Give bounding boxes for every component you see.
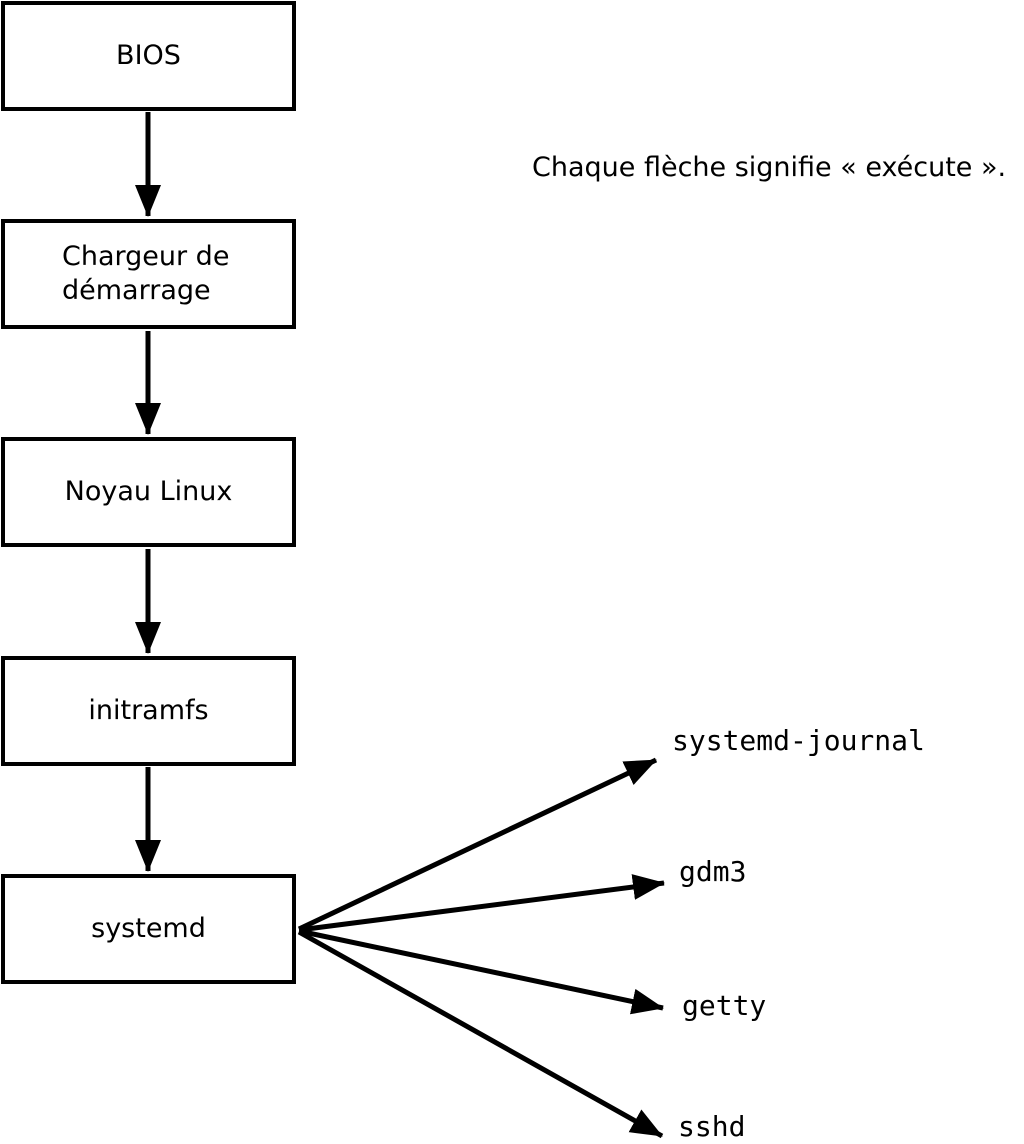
node-bootloader-label: Chargeur de démarrage: [62, 241, 230, 306]
node-kernel: Noyau Linux: [1, 437, 296, 547]
arrow-systemd-to-gdm3: [298, 874, 665, 933]
arrow-systemd-to-sshd: [297, 929, 664, 1139]
process-label-sshd: sshd: [678, 1110, 746, 1143]
arrow-systemd-to-journal: [297, 757, 658, 932]
diagram-caption: Chaque flèche signifie « exécute ».: [532, 152, 1007, 183]
process-label-getty: getty: [682, 989, 767, 1022]
node-systemd-label: systemd: [91, 913, 206, 944]
process-label-systemd-journal: systemd-journal: [672, 724, 925, 757]
arrow-systemd-to-getty: [298, 928, 664, 1015]
node-bootloader: Chargeur de démarrage: [1, 219, 296, 329]
node-initramfs: initramfs: [1, 656, 296, 766]
node-bios: BIOS: [1, 1, 296, 111]
node-bios-label: BIOS: [116, 40, 181, 71]
node-kernel-label: Noyau Linux: [64, 476, 233, 507]
node-systemd: systemd: [1, 874, 296, 984]
process-label-gdm3: gdm3: [679, 855, 747, 888]
node-initramfs-label: initramfs: [88, 695, 209, 726]
